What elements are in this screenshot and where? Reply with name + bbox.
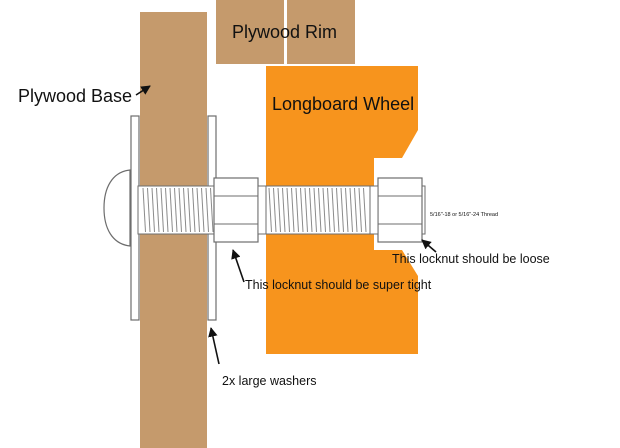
label-thread-spec: 5/16"-18 or 5/16"-24 Thread xyxy=(430,212,498,218)
label-tight-locknut: This locknut should be super tight xyxy=(245,278,432,292)
bolt-head xyxy=(103,169,131,247)
label-plywood-rim: Plywood Rim xyxy=(232,22,337,42)
arrow-tight-locknut xyxy=(231,249,245,283)
plywood-rim-right xyxy=(287,0,355,64)
label-plywood-base: Plywood Base xyxy=(18,86,132,106)
tight-locknut xyxy=(213,177,267,243)
arrow-plywood-base xyxy=(135,85,151,96)
plywood-rim-left xyxy=(216,0,284,64)
bolt-threads xyxy=(142,187,367,233)
label-washers: 2x large washers xyxy=(222,374,317,388)
label-longboard-wheel: Longboard Wheel xyxy=(272,94,414,114)
label-loose-locknut: This locknut should be loose xyxy=(392,252,550,266)
arrow-washers xyxy=(208,327,220,365)
arrow-loose-locknut xyxy=(421,239,437,253)
loose-locknut xyxy=(369,177,423,243)
